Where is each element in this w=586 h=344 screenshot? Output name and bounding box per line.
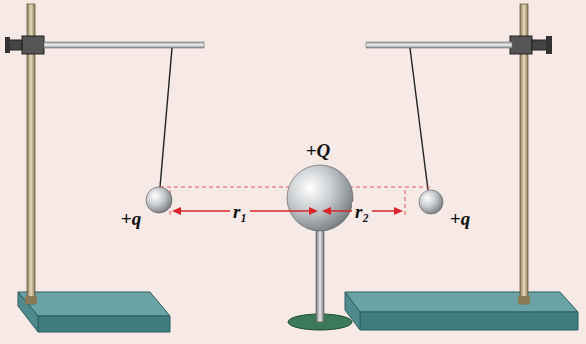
center-sphere — [287, 165, 353, 231]
right-thread — [410, 48, 428, 190]
left-clamp — [5, 36, 44, 54]
left-base — [18, 292, 170, 332]
right-ball — [419, 190, 443, 214]
charge-label: +q — [450, 209, 470, 228]
left-arm — [44, 42, 204, 48]
charge-label: +q — [121, 209, 141, 228]
left-thread — [160, 48, 172, 187]
left-rod-foot — [25, 296, 37, 304]
left-ball — [146, 187, 172, 213]
right-arm — [366, 42, 512, 48]
right-base — [345, 292, 578, 330]
center-pole — [316, 228, 324, 322]
right-clamp — [510, 36, 552, 54]
charge-label: +Q — [306, 141, 331, 160]
distance-label: r₁ — [230, 202, 250, 221]
right-rod-foot — [518, 296, 530, 304]
distance-label: r₂ — [352, 202, 372, 221]
